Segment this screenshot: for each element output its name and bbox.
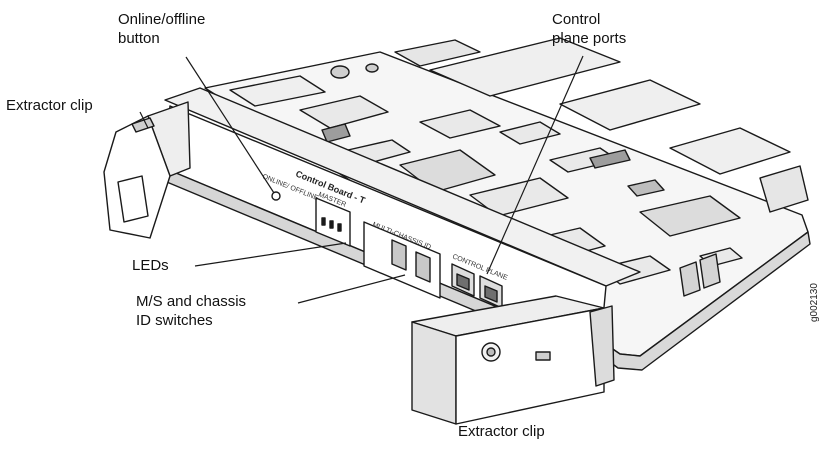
rear-connector-5 [759, 165, 809, 213]
led-3 [337, 223, 342, 232]
clip-hinge [589, 305, 615, 387]
clip-slot [535, 351, 551, 361]
chassis-id-switch [415, 251, 431, 283]
bottom-extractor-clip [411, 321, 457, 425]
chip-12 [229, 75, 326, 107]
leds-callout: LEDs [132, 257, 169, 274]
extractor-clip-bottom-callout: Extractor clip [458, 423, 545, 440]
faceplate-top [164, 87, 641, 287]
leader-ms-switches [297, 274, 406, 304]
leader-leds [194, 242, 347, 267]
online-offline-button-hole [271, 191, 281, 201]
led-1 [321, 217, 326, 226]
chip-1 [299, 95, 389, 129]
rear-connector-4 [669, 127, 791, 175]
clip-screw-head [486, 347, 496, 357]
rear-connector-1 [394, 39, 481, 67]
port-1-jack [456, 273, 470, 291]
leader-control-plane [486, 55, 584, 275]
capacitor-2 [365, 63, 379, 73]
header-pins [321, 123, 351, 143]
led-2 [329, 220, 334, 229]
component-row [679, 261, 701, 297]
chip-10 [499, 121, 561, 145]
port-2-jack [484, 285, 498, 303]
rear-connector-3 [559, 79, 701, 131]
component-row-2 [699, 253, 721, 289]
leader-online-offline [185, 56, 275, 194]
control-plane-ports-callout: Control plane ports [552, 11, 627, 47]
capacitor-1 [330, 65, 350, 79]
online-offline-button-callout: Online/offline button [118, 11, 206, 47]
leader-extractor-left [139, 111, 149, 129]
rear-connector-2 [429, 37, 621, 97]
chip-5 [639, 195, 741, 237]
chip-9 [419, 109, 501, 139]
extractor-clip-left-callout: Extractor clip [6, 97, 93, 114]
bottom-extractor-clip-face [455, 307, 605, 425]
ms-switch [391, 239, 407, 271]
figure-id: g002130 [809, 283, 820, 322]
header-pins-2 [589, 149, 631, 169]
left-clip-window [117, 175, 149, 223]
chip-8 [627, 179, 665, 197]
ms-chassis-id-switches-callout: M/S and chassis ID switches [136, 293, 247, 329]
